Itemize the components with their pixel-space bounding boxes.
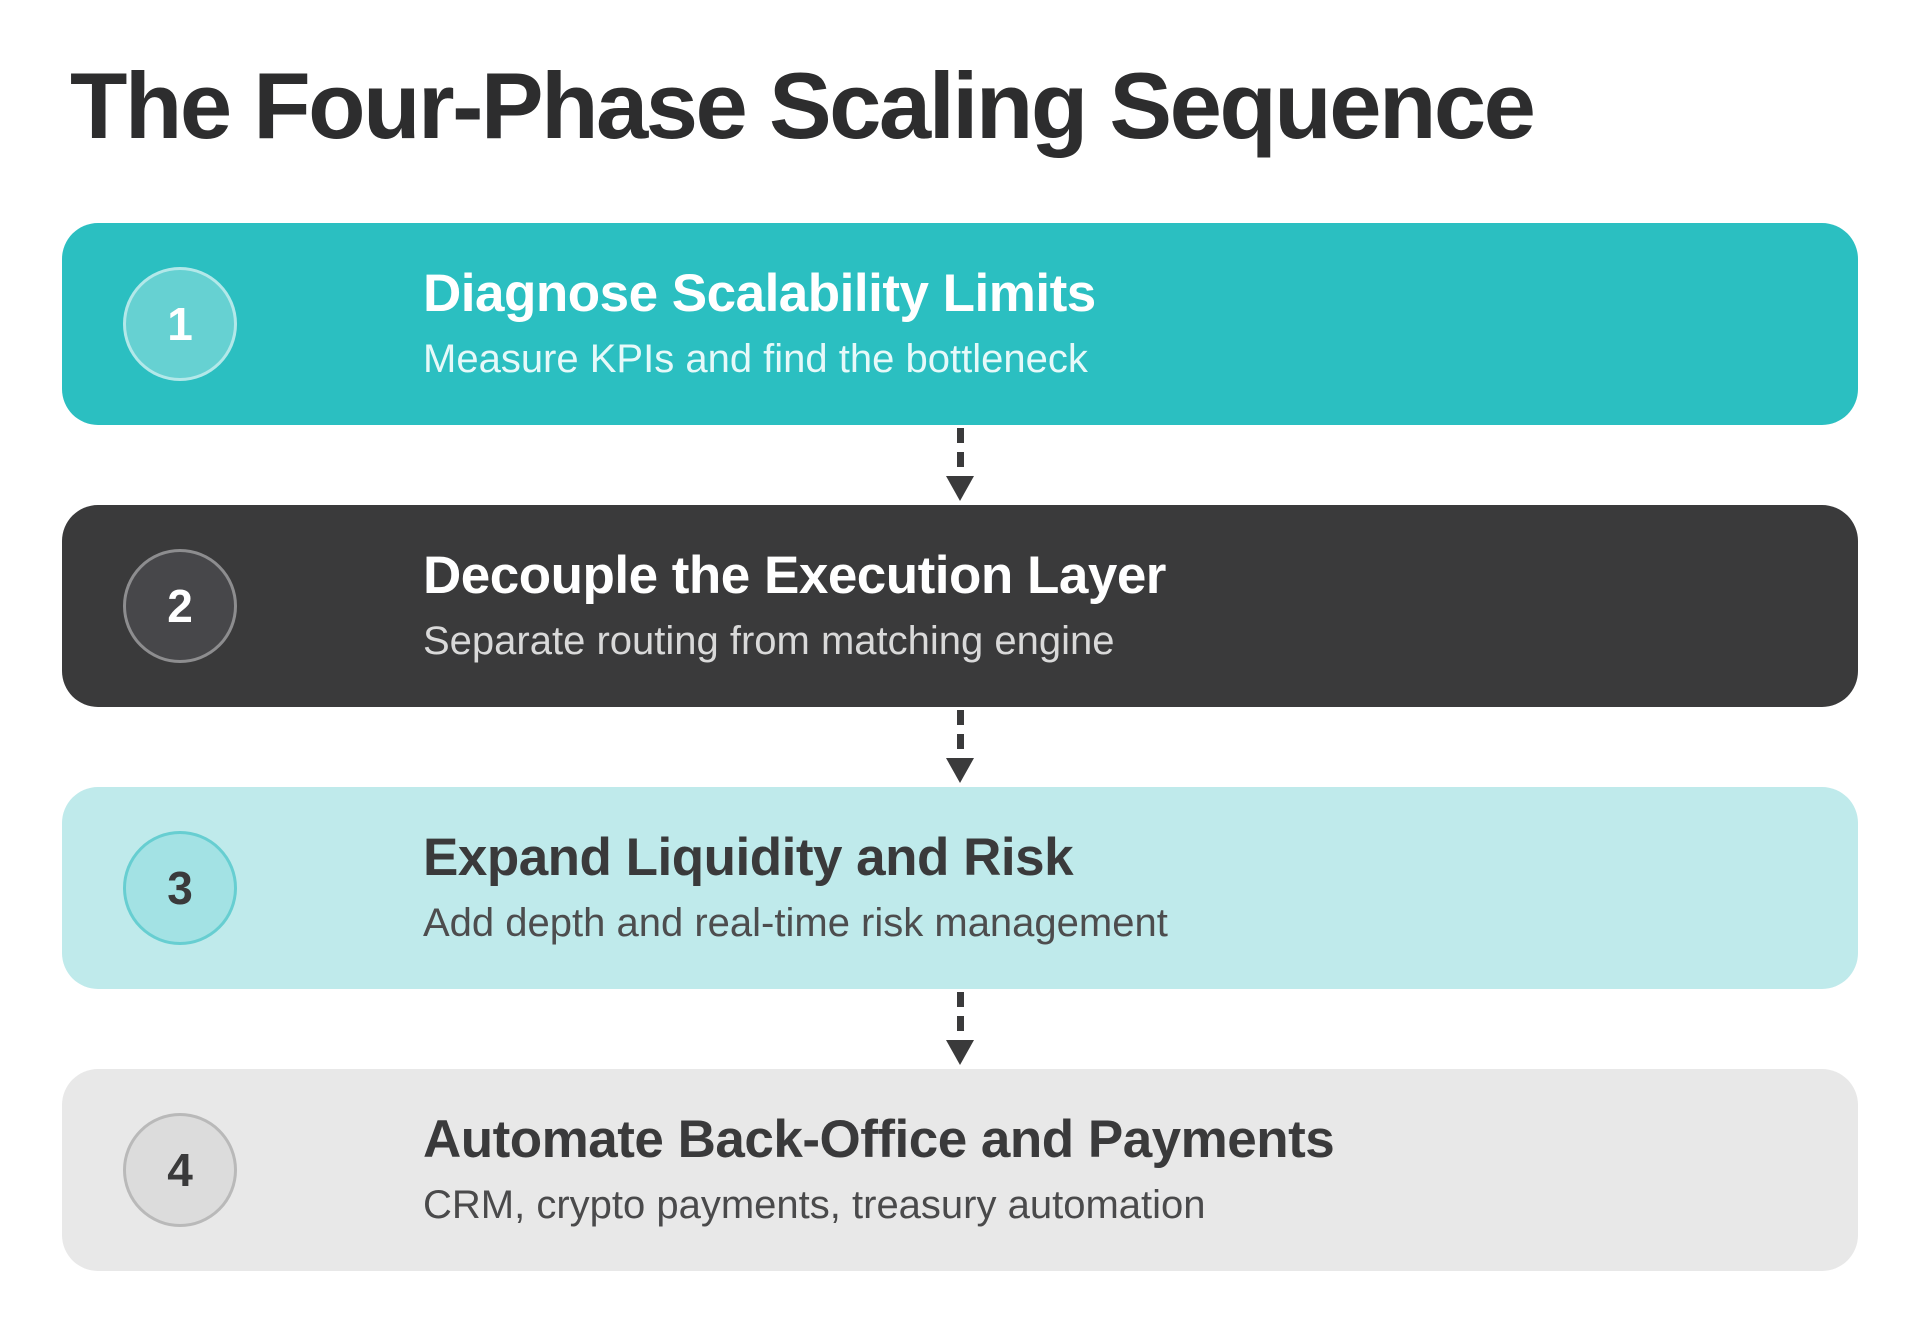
dashed-down-arrow-icon <box>62 989 1858 1069</box>
arrow-dash <box>956 428 964 444</box>
arrow-dash <box>956 1016 964 1032</box>
phase-title: Automate Back-Office and Payments <box>423 1110 1335 1170</box>
phase-number-badge: 3 <box>123 830 237 945</box>
phase-card-2: 2 Decouple the Execution Layer Separate … <box>62 504 1858 707</box>
arrow-dash <box>956 710 964 726</box>
dashed-down-arrow-icon <box>62 707 1858 787</box>
infographic-canvas: The Four-Phase Scaling Sequence 1 Diagno… <box>0 50 1920 1271</box>
phase-text-block: Expand Liquidity and Risk Add depth and … <box>423 828 1168 947</box>
phase-title: Decouple the Execution Layer <box>423 546 1166 606</box>
phase-card-1: 1 Diagnose Scalability Limits Measure KP… <box>62 222 1858 425</box>
phase-number-badge: 2 <box>123 548 237 663</box>
phase-text-block: Decouple the Execution Layer Separate ro… <box>423 546 1166 665</box>
phase-subtitle: Measure KPIs and find the bottleneck <box>423 337 1088 382</box>
phase-card-3: 3 Expand Liquidity and Risk Add depth an… <box>62 786 1858 989</box>
phase-card-4: 4 Automate Back-Office and Payments CRM,… <box>62 1068 1858 1271</box>
phase-text-block: Diagnose Scalability Limits Measure KPIs… <box>423 264 1096 383</box>
arrow-dash <box>956 992 964 1008</box>
phase-number-badge: 1 <box>123 266 237 381</box>
phase-text-block: Automate Back-Office and Payments CRM, c… <box>423 1110 1335 1229</box>
arrow-dash <box>956 734 964 750</box>
phase-title: Diagnose Scalability Limits <box>423 264 1096 324</box>
arrow-dash <box>956 452 964 468</box>
arrowhead-icon <box>946 476 974 502</box>
phase-subtitle: CRM, crypto payments, treasury automatio… <box>423 1183 1206 1228</box>
phase-title: Expand Liquidity and Risk <box>423 828 1074 888</box>
arrowhead-icon <box>946 1040 974 1066</box>
dashed-down-arrow-icon <box>62 425 1858 505</box>
page-title: The Four-Phase Scaling Sequence <box>70 53 1536 158</box>
phase-subtitle: Separate routing from matching engine <box>423 619 1115 664</box>
phase-subtitle: Add depth and real-time risk management <box>423 901 1168 946</box>
phase-stack: 1 Diagnose Scalability Limits Measure KP… <box>62 222 1858 1271</box>
phase-number-badge: 4 <box>123 1112 237 1227</box>
arrowhead-icon <box>946 758 974 784</box>
